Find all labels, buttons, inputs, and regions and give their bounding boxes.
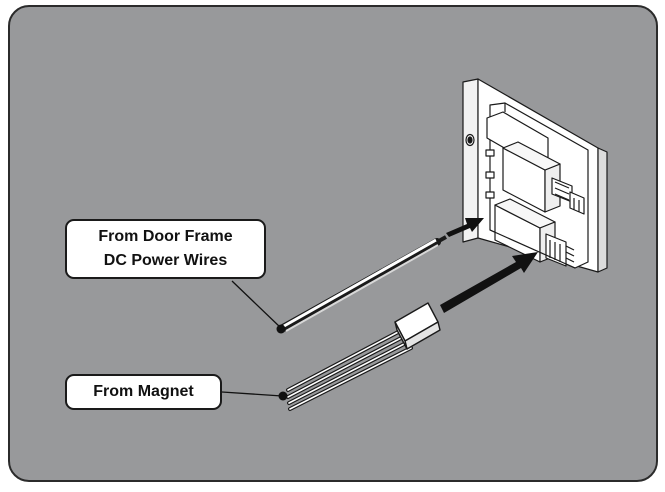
leader-lines <box>221 280 283 397</box>
magnet-wires <box>286 328 413 411</box>
arrow-to-upper-connector <box>446 218 484 237</box>
callout-magnet-label: From Magnet <box>93 383 194 400</box>
magnet-plug <box>394 302 441 350</box>
callout-door-frame-wires: From Door Frame DC Power Wires <box>65 219 266 279</box>
leader-dot-door-frame <box>276 324 286 334</box>
callout-from-magnet: From Magnet <box>65 374 222 410</box>
callout-door-frame-line2: DC Power Wires <box>103 252 228 269</box>
controller-board <box>462 78 608 273</box>
arrow-to-lower-connector <box>440 252 538 313</box>
leader-dot-magnet <box>278 391 288 401</box>
door-frame-wires <box>279 235 447 332</box>
callout-door-frame-line1: From Door Frame <box>98 228 233 245</box>
